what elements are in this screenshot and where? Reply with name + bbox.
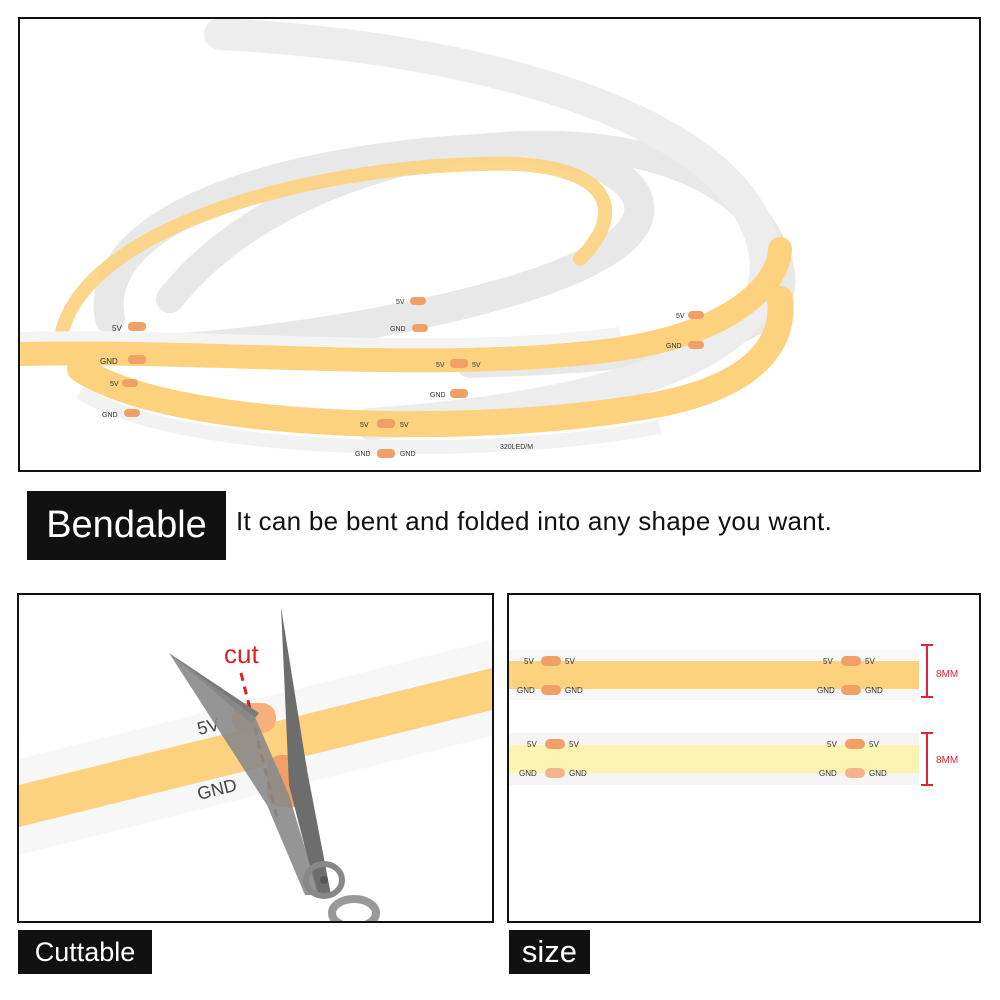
svg-text:5V: 5V	[436, 362, 445, 369]
bendable-description: It can be bent and folded into any shape…	[236, 506, 833, 536]
size-label: size	[509, 930, 590, 974]
svg-text:GND: GND	[869, 769, 887, 778]
svg-text:5V: 5V	[110, 381, 119, 388]
svg-text:GND: GND	[400, 451, 416, 458]
dimension-white	[921, 732, 933, 786]
cuttable-photo: 5V GND cut	[17, 593, 494, 923]
svg-text:5V: 5V	[112, 324, 122, 333]
svg-text:GND: GND	[390, 326, 406, 333]
svg-text:5V: 5V	[472, 362, 481, 369]
svg-text:GND: GND	[519, 769, 537, 778]
cut-text: cut	[224, 639, 259, 669]
size-photo: 5V 5V GND GND 5V 5V GND GND 5V 5V GND GN…	[507, 593, 981, 923]
size-illustration: 5V 5V GND GND 5V 5V GND GND 5V 5V GND GN…	[509, 644, 958, 786]
svg-text:GND: GND	[819, 769, 837, 778]
svg-text:GND: GND	[565, 686, 583, 695]
scissors-icon	[169, 607, 380, 921]
svg-text:5V: 5V	[676, 313, 685, 320]
svg-text:GND: GND	[430, 392, 446, 399]
svg-text:5V: 5V	[869, 740, 879, 749]
svg-text:GND: GND	[100, 357, 118, 366]
svg-text:5V: 5V	[360, 422, 369, 429]
svg-text:5V: 5V	[527, 740, 537, 749]
cuttable-label: Cuttable	[18, 930, 152, 974]
svg-text:5V: 5V	[565, 657, 575, 666]
svg-text:5V: 5V	[569, 740, 579, 749]
bendable-label: Bendable	[27, 491, 226, 560]
svg-text:GND: GND	[355, 451, 371, 458]
svg-text:5V: 5V	[823, 657, 833, 666]
svg-text:5V: 5V	[396, 299, 405, 306]
svg-text:GND: GND	[569, 769, 587, 778]
svg-text:GND: GND	[102, 412, 118, 419]
coiled-strip-photo: 5V GND 5V GND 5V GND 5V 5V GND 5V 5V GND…	[18, 17, 981, 472]
width-label-white: 8MM	[936, 755, 958, 766]
svg-text:5V: 5V	[524, 657, 534, 666]
svg-text:GND: GND	[865, 686, 883, 695]
svg-text:5V: 5V	[827, 740, 837, 749]
svg-text:5V: 5V	[400, 422, 409, 429]
svg-text:320LED/M: 320LED/M	[500, 444, 533, 451]
width-label-warm: 8MM	[936, 669, 958, 680]
svg-text:GND: GND	[817, 686, 835, 695]
svg-text:GND: GND	[517, 686, 535, 695]
coiled-strip-illustration: 5V GND 5V GND 5V GND 5V 5V GND 5V 5V GND…	[20, 19, 796, 458]
cut-illustration: 5V GND cut	[19, 607, 492, 921]
solder-pads: 5V GND 5V GND 5V GND 5V 5V GND 5V 5V GND…	[100, 297, 704, 458]
svg-text:GND: GND	[666, 343, 682, 350]
dimension-warm	[921, 644, 933, 698]
svg-text:5V: 5V	[865, 657, 875, 666]
